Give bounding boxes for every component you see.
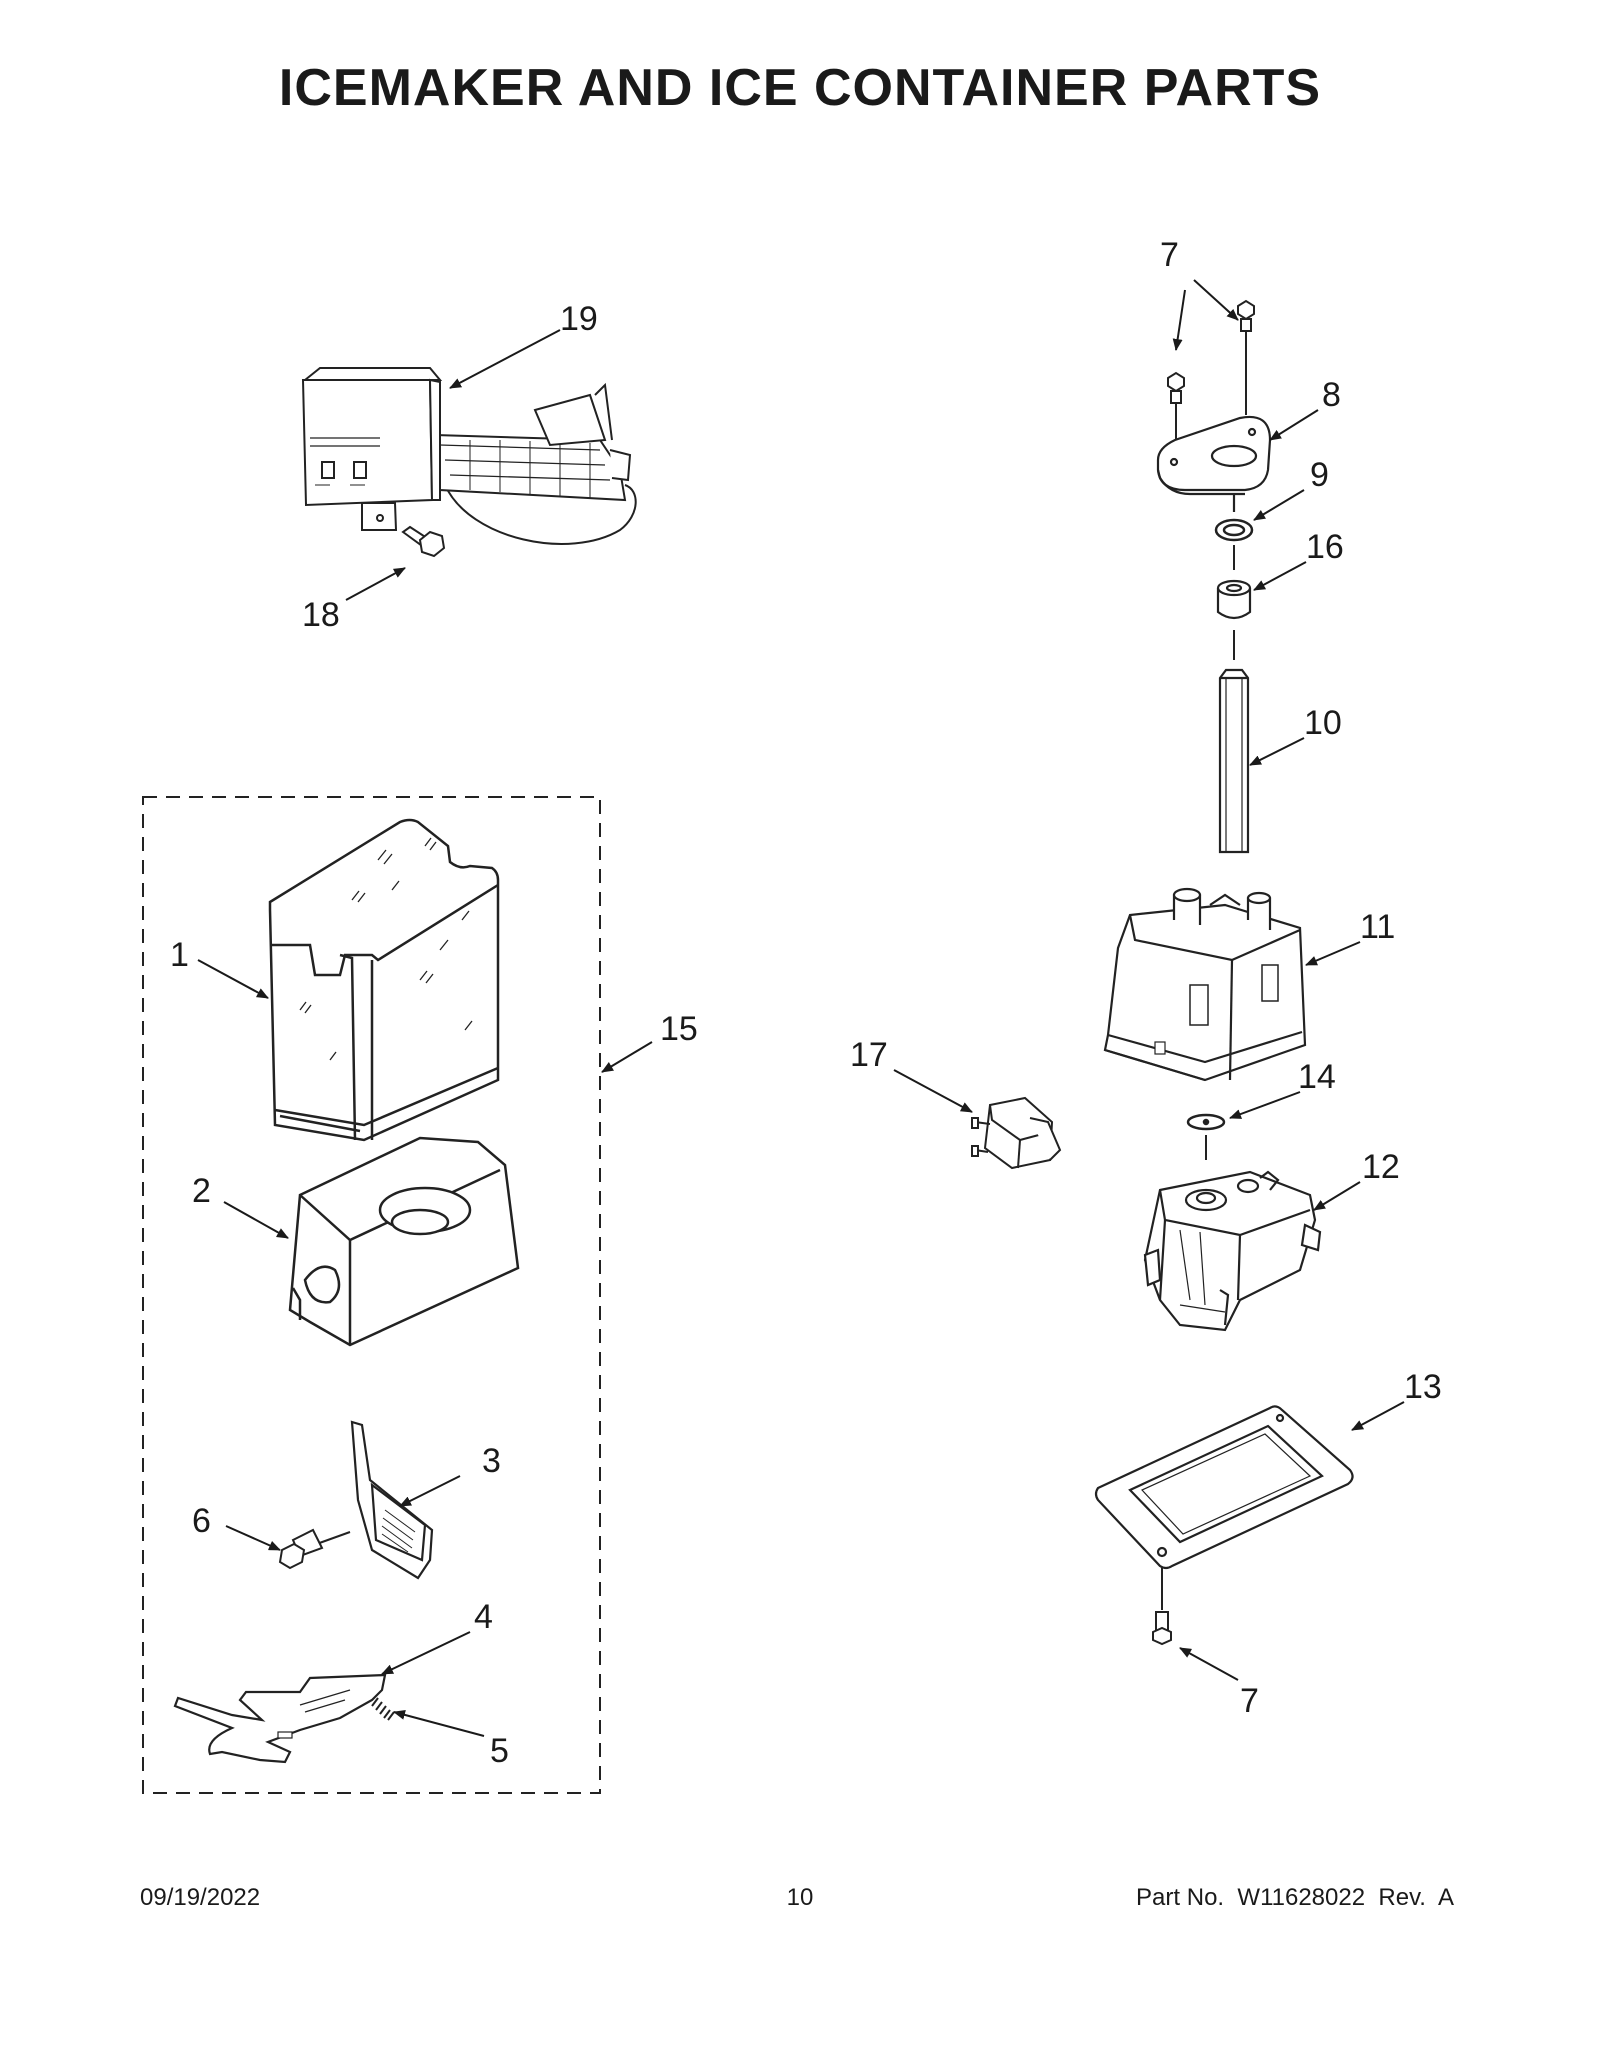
- part-7-screws-top: [1167, 299, 1255, 448]
- footer-date: 09/19/2022: [140, 1884, 261, 1911]
- part-4-arm: [173, 1673, 387, 1764]
- part-12-motor: [1143, 1170, 1322, 1332]
- part-3-bracket: [350, 1420, 434, 1580]
- footer-part-number: Part No. W11628022 Rev. A: [1136, 1884, 1454, 1911]
- part-18-screw: [401, 525, 446, 558]
- part-6-screw: [278, 1528, 351, 1570]
- leader-arrows: [197, 279, 1405, 1737]
- part-17-switch: [971, 1096, 1062, 1170]
- part-2-bin-base: [288, 1136, 520, 1347]
- part-19-icemaker: [301, 367, 637, 545]
- part-8-plate: [1156, 415, 1272, 512]
- callout-2: 2: [192, 1172, 211, 1210]
- part-7-screw-bottom: [1152, 1568, 1172, 1646]
- callout-12: 12: [1362, 1148, 1400, 1186]
- callout-16: 16: [1306, 528, 1344, 566]
- part-14-washer: [1186, 1113, 1226, 1160]
- part-1-ice-bin: [268, 818, 500, 1142]
- callout-7-bottom: 7: [1240, 1682, 1259, 1720]
- callout-13: 13: [1404, 1368, 1442, 1406]
- callout-10: 10: [1304, 704, 1342, 742]
- callout-1: 1: [170, 936, 189, 974]
- callout-19: 19: [560, 300, 598, 338]
- callout-8: 8: [1322, 376, 1341, 414]
- page-title: ICEMAKER AND ICE CONTAINER PARTS: [278, 59, 1322, 117]
- part-5-spring: [371, 1697, 395, 1721]
- callout-11: 11: [1360, 908, 1395, 946]
- part-11-housing: [1103, 887, 1307, 1082]
- part-9-washer: [1214, 518, 1254, 570]
- part-10-shaft: [1218, 668, 1250, 854]
- part-13-gasket: [1094, 1405, 1354, 1570]
- footer-page-number: 10: [786, 1884, 814, 1911]
- callout-15: 15: [660, 1010, 698, 1048]
- callout-3: 3: [482, 1442, 501, 1480]
- callout-7-top: 7: [1160, 236, 1179, 274]
- callout-6: 6: [192, 1502, 211, 1540]
- callout-14: 14: [1298, 1058, 1336, 1096]
- callout-18: 18: [302, 596, 340, 634]
- assembly-15-outline: [142, 796, 601, 1794]
- callout-17: 17: [850, 1036, 888, 1074]
- part-16-bushing: [1216, 579, 1252, 660]
- callout-5: 5: [490, 1732, 509, 1770]
- callout-9: 9: [1310, 456, 1329, 494]
- callout-4: 4: [474, 1598, 493, 1636]
